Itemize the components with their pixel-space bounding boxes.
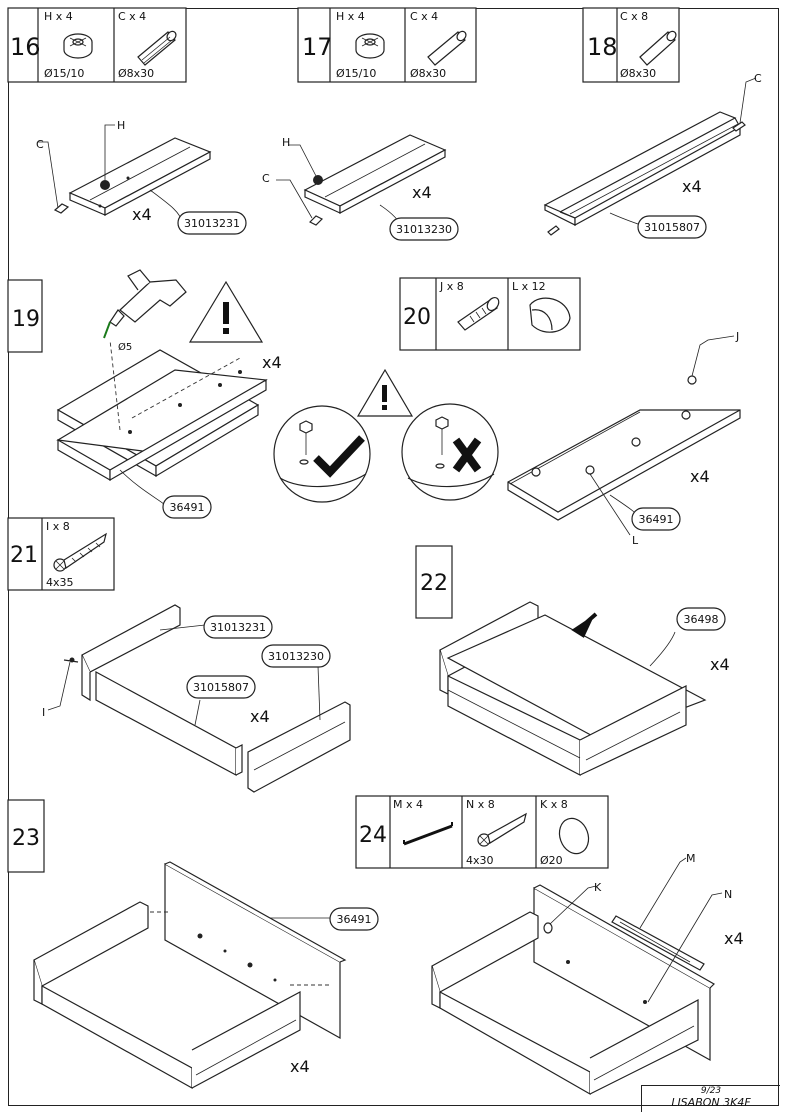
check-icon	[313, 435, 365, 478]
step-16: 16 H x 4 Ø15/10 C x 4 Ø8x30	[7, 7, 187, 83]
part-qty: N x 8	[466, 798, 495, 811]
step-number: 22	[420, 571, 448, 596]
part-size: Ø8x30	[410, 67, 446, 80]
part-letter: C	[754, 72, 762, 85]
step-number: 19	[12, 307, 40, 332]
part-size: Ø20	[540, 854, 563, 867]
step-23-number-box	[7, 799, 45, 873]
part-qty: M x 4	[393, 798, 423, 811]
quantity-multiplier: x4	[682, 177, 702, 196]
part-size: 4x30	[466, 854, 494, 867]
dowel-icon	[137, 30, 177, 66]
quantity-multiplier: x4	[412, 183, 432, 202]
quantity-multiplier: x4	[132, 205, 152, 224]
quantity-multiplier: x4	[262, 353, 282, 372]
cam-lock-icon	[355, 33, 385, 59]
part-reference: 31013231	[210, 621, 266, 634]
part-qty: H x 4	[336, 10, 365, 23]
screw-icon	[53, 532, 107, 572]
part-qty: C x 4	[410, 10, 438, 23]
part-qty: C x 4	[118, 10, 146, 23]
part-letter: K	[594, 881, 602, 894]
part-reference: 31013230	[396, 223, 452, 236]
model-name: LISABON 3K4F	[671, 1096, 751, 1109]
part-qty: I x 8	[46, 520, 70, 533]
step-18: 18 C x 8 Ø8x30	[582, 7, 680, 83]
step-20: 20 J x 8 L x 12	[273, 277, 741, 536]
step-number: 23	[12, 826, 40, 851]
dowel-icon	[427, 30, 467, 66]
part-reference: 36491	[170, 501, 205, 514]
step-number: 17	[302, 33, 333, 61]
part-letter: H	[282, 136, 290, 149]
part-letter: C	[36, 138, 44, 151]
step-21-parts-box	[7, 517, 115, 591]
cover-cap-icon	[558, 817, 590, 855]
part-letter: H	[117, 119, 125, 132]
part-letter: J	[735, 330, 739, 343]
part-reference: 31015807	[644, 221, 700, 234]
part-letter: N	[724, 888, 732, 901]
part-letter: L	[632, 534, 639, 547]
part-reference: 36491	[337, 913, 372, 926]
quantity-multiplier: x4	[710, 655, 730, 674]
drill-size: Ø5	[118, 341, 132, 353]
quantity-multiplier: x4	[690, 467, 710, 486]
part-reference: 36498	[684, 613, 719, 626]
step-19: 19 Ø5	[7, 269, 268, 506]
step-22-number-box	[415, 545, 453, 619]
step-number: 24	[359, 823, 387, 848]
step-18-panel	[543, 77, 757, 236]
step-number: 21	[10, 543, 38, 568]
part-size: 4x35	[46, 576, 74, 589]
quantity-multiplier: x4	[724, 929, 744, 948]
drawer-stop-icon	[529, 297, 571, 333]
step-21: 21 I x 8 4x35	[7, 517, 351, 793]
page-footer: 9/23 LISABON 3K4F	[641, 1085, 780, 1112]
screw-icon	[477, 812, 527, 847]
warning-icon	[356, 368, 414, 417]
part-size: Ø8x30	[620, 67, 656, 80]
part-letter: M	[686, 852, 696, 865]
cam-bolt-icon	[457, 296, 500, 331]
part-size: Ø15/10	[336, 67, 376, 80]
page-number: 9/23	[700, 1086, 722, 1096]
step-17-panel	[276, 134, 447, 229]
quantity-multiplier: x4	[290, 1057, 310, 1076]
part-reference: 31013230	[268, 650, 324, 663]
step-number: 16	[10, 33, 41, 61]
cam-lock-icon	[63, 33, 93, 59]
step-number: 20	[403, 305, 431, 330]
part-letter: C	[262, 172, 270, 185]
step-23: 23	[7, 799, 347, 1090]
part-reference: 31013231	[184, 217, 240, 230]
part-qty: L x 12	[512, 280, 546, 293]
part-qty: C x 8	[620, 10, 648, 23]
part-size: Ø15/10	[44, 67, 84, 80]
step-19-number-box	[7, 279, 43, 353]
step-17: 17 H x 4 Ø15/10 C x 4 Ø8x30	[297, 7, 477, 83]
drill-icon	[103, 269, 187, 339]
handle-icon	[403, 822, 453, 846]
part-reference: 36491	[639, 513, 674, 526]
wrong-detail-circle	[401, 403, 499, 501]
dowel-icon	[639, 30, 677, 66]
correct-detail-circle	[273, 405, 371, 503]
step-24: 24 M x 4 N x 8 4x30 K x 8 Ø20	[355, 795, 723, 1096]
part-reference: 31015807	[193, 681, 249, 694]
arrow-icon	[571, 612, 598, 638]
step-22: 22	[415, 545, 707, 776]
part-qty: J x 8	[439, 280, 464, 293]
cross-icon	[452, 437, 482, 473]
part-qty: H x 4	[44, 10, 73, 23]
step-number: 18	[587, 33, 618, 61]
part-letter: I	[42, 706, 45, 719]
warning-icon	[188, 280, 264, 343]
step-16-panel	[38, 124, 212, 223]
part-size: Ø8x30	[118, 67, 154, 80]
part-qty: K x 8	[540, 798, 568, 811]
quantity-multiplier: x4	[250, 707, 270, 726]
